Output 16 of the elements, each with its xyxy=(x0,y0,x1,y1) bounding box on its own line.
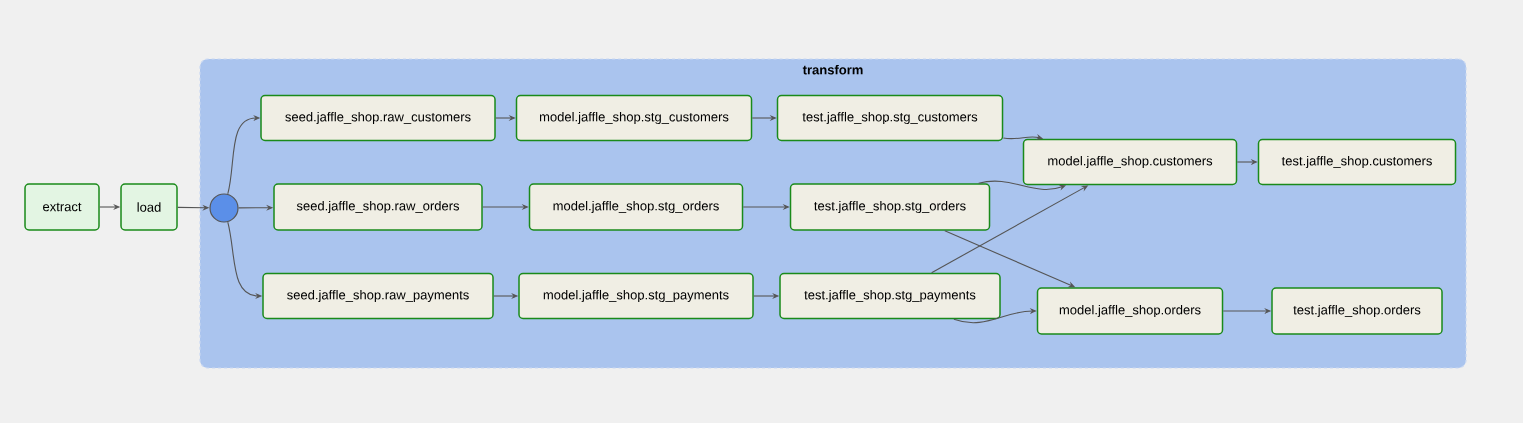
task-box: seed.jaffle_shop.raw_payments xyxy=(262,272,494,320)
task-box: seed.jaffle_shop.raw_orders xyxy=(273,183,483,231)
task-box: model.jaffle_shop.orders xyxy=(1036,287,1224,335)
task-box: seed.jaffle_shop.raw_customers xyxy=(260,94,496,142)
task-box: load xyxy=(120,183,178,231)
task-box: test.jaffle_shop.stg_payments xyxy=(779,272,1001,320)
task-box: extract xyxy=(24,183,100,231)
task-box: model.jaffle_shop.stg_customers xyxy=(515,94,753,142)
task-box: test.jaffle_shop.customers xyxy=(1257,138,1457,186)
task-box: test.jaffle_shop.stg_orders xyxy=(789,183,991,231)
task-box: test.jaffle_shop.orders xyxy=(1271,287,1443,335)
task-box: test.jaffle_shop.stg_customers xyxy=(776,94,1004,142)
task-box: model.jaffle_shop.stg_payments xyxy=(518,272,754,320)
task-box: model.jaffle_shop.stg_orders xyxy=(528,183,744,231)
circle-node xyxy=(209,193,239,223)
task-box: model.jaffle_shop.customers xyxy=(1022,138,1238,186)
